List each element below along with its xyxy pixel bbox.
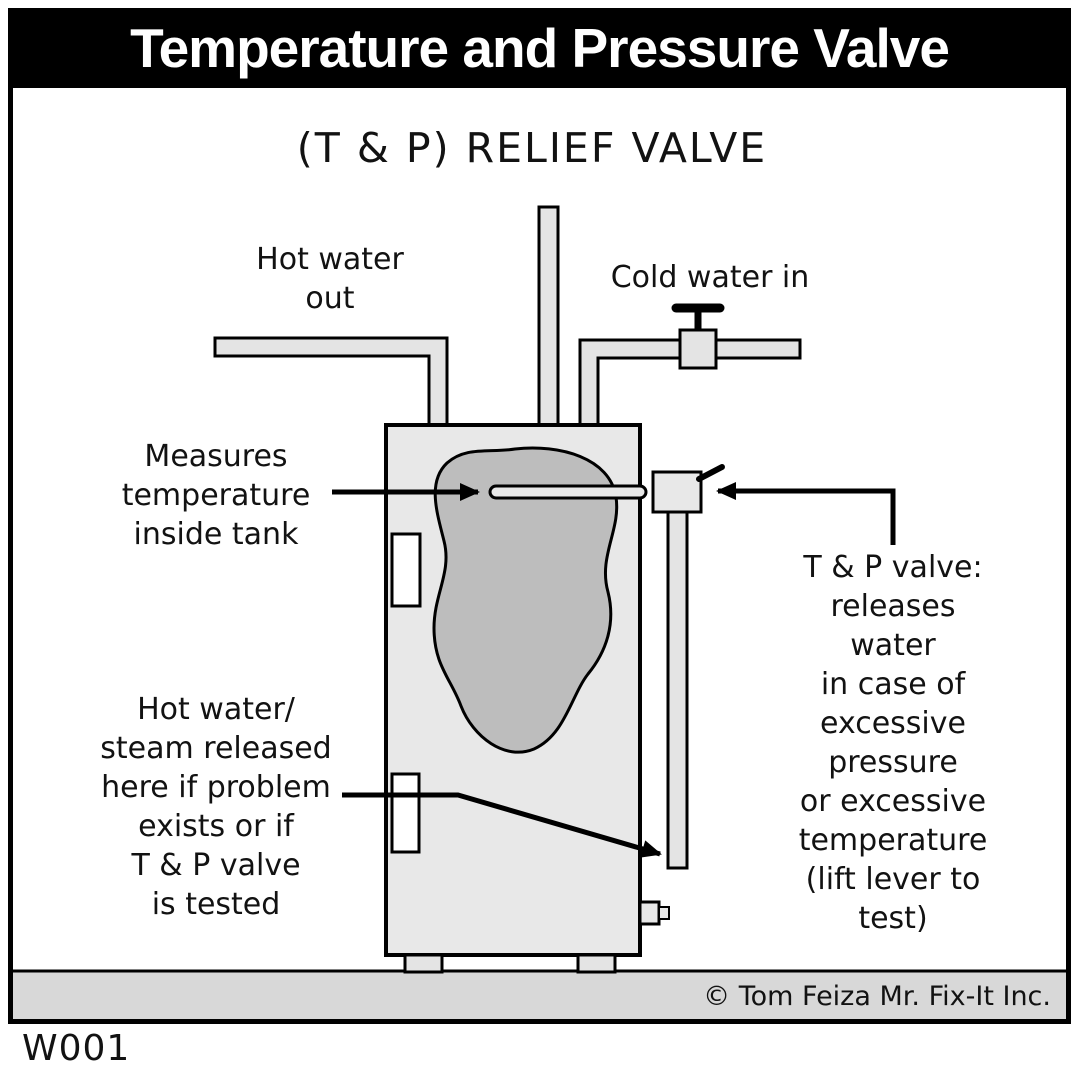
tp-valve-arrow [716, 482, 896, 545]
hot-water-out-label: Hot water out [256, 242, 404, 316]
floor [13, 971, 1066, 1019]
discharge-pipe [666, 498, 689, 870]
drain-valve [638, 900, 661, 926]
diagram-code: W001 [22, 1028, 131, 1069]
upper-access-panel [390, 532, 422, 608]
measures-temperature-label: Measures temperature inside tank [121, 439, 311, 552]
tp-valve-note-label: T & P valve: releases water in case of e… [798, 550, 988, 936]
shutoff-valve-body [678, 328, 718, 370]
drain-spout [658, 906, 670, 920]
tank-foot-right [576, 953, 617, 974]
tp-valve-lever [696, 464, 725, 482]
diagram-title: (T & P) RELIEF VALVE [296, 124, 768, 172]
temperature-probe [488, 484, 648, 500]
copyright: © Tom Feiza Mr. Fix-It Inc. [703, 981, 1051, 1012]
cold-water-in-label: Cold water in [610, 260, 810, 295]
lower-access-panel [390, 772, 421, 854]
discharge-arrow [342, 792, 662, 858]
banner-title: Temperature and Pressure Valve [130, 17, 950, 79]
tank-interior-blob [432, 446, 619, 754]
discharge-note-label: Hot water/ steam released here if proble… [100, 692, 332, 922]
vent-pipe [537, 205, 560, 431]
hot-water-pipe [213, 336, 449, 429]
tp-valve [651, 470, 703, 514]
tank-foot-left [403, 953, 444, 974]
title-banner: Temperature and Pressure Valve [8, 8, 1071, 88]
